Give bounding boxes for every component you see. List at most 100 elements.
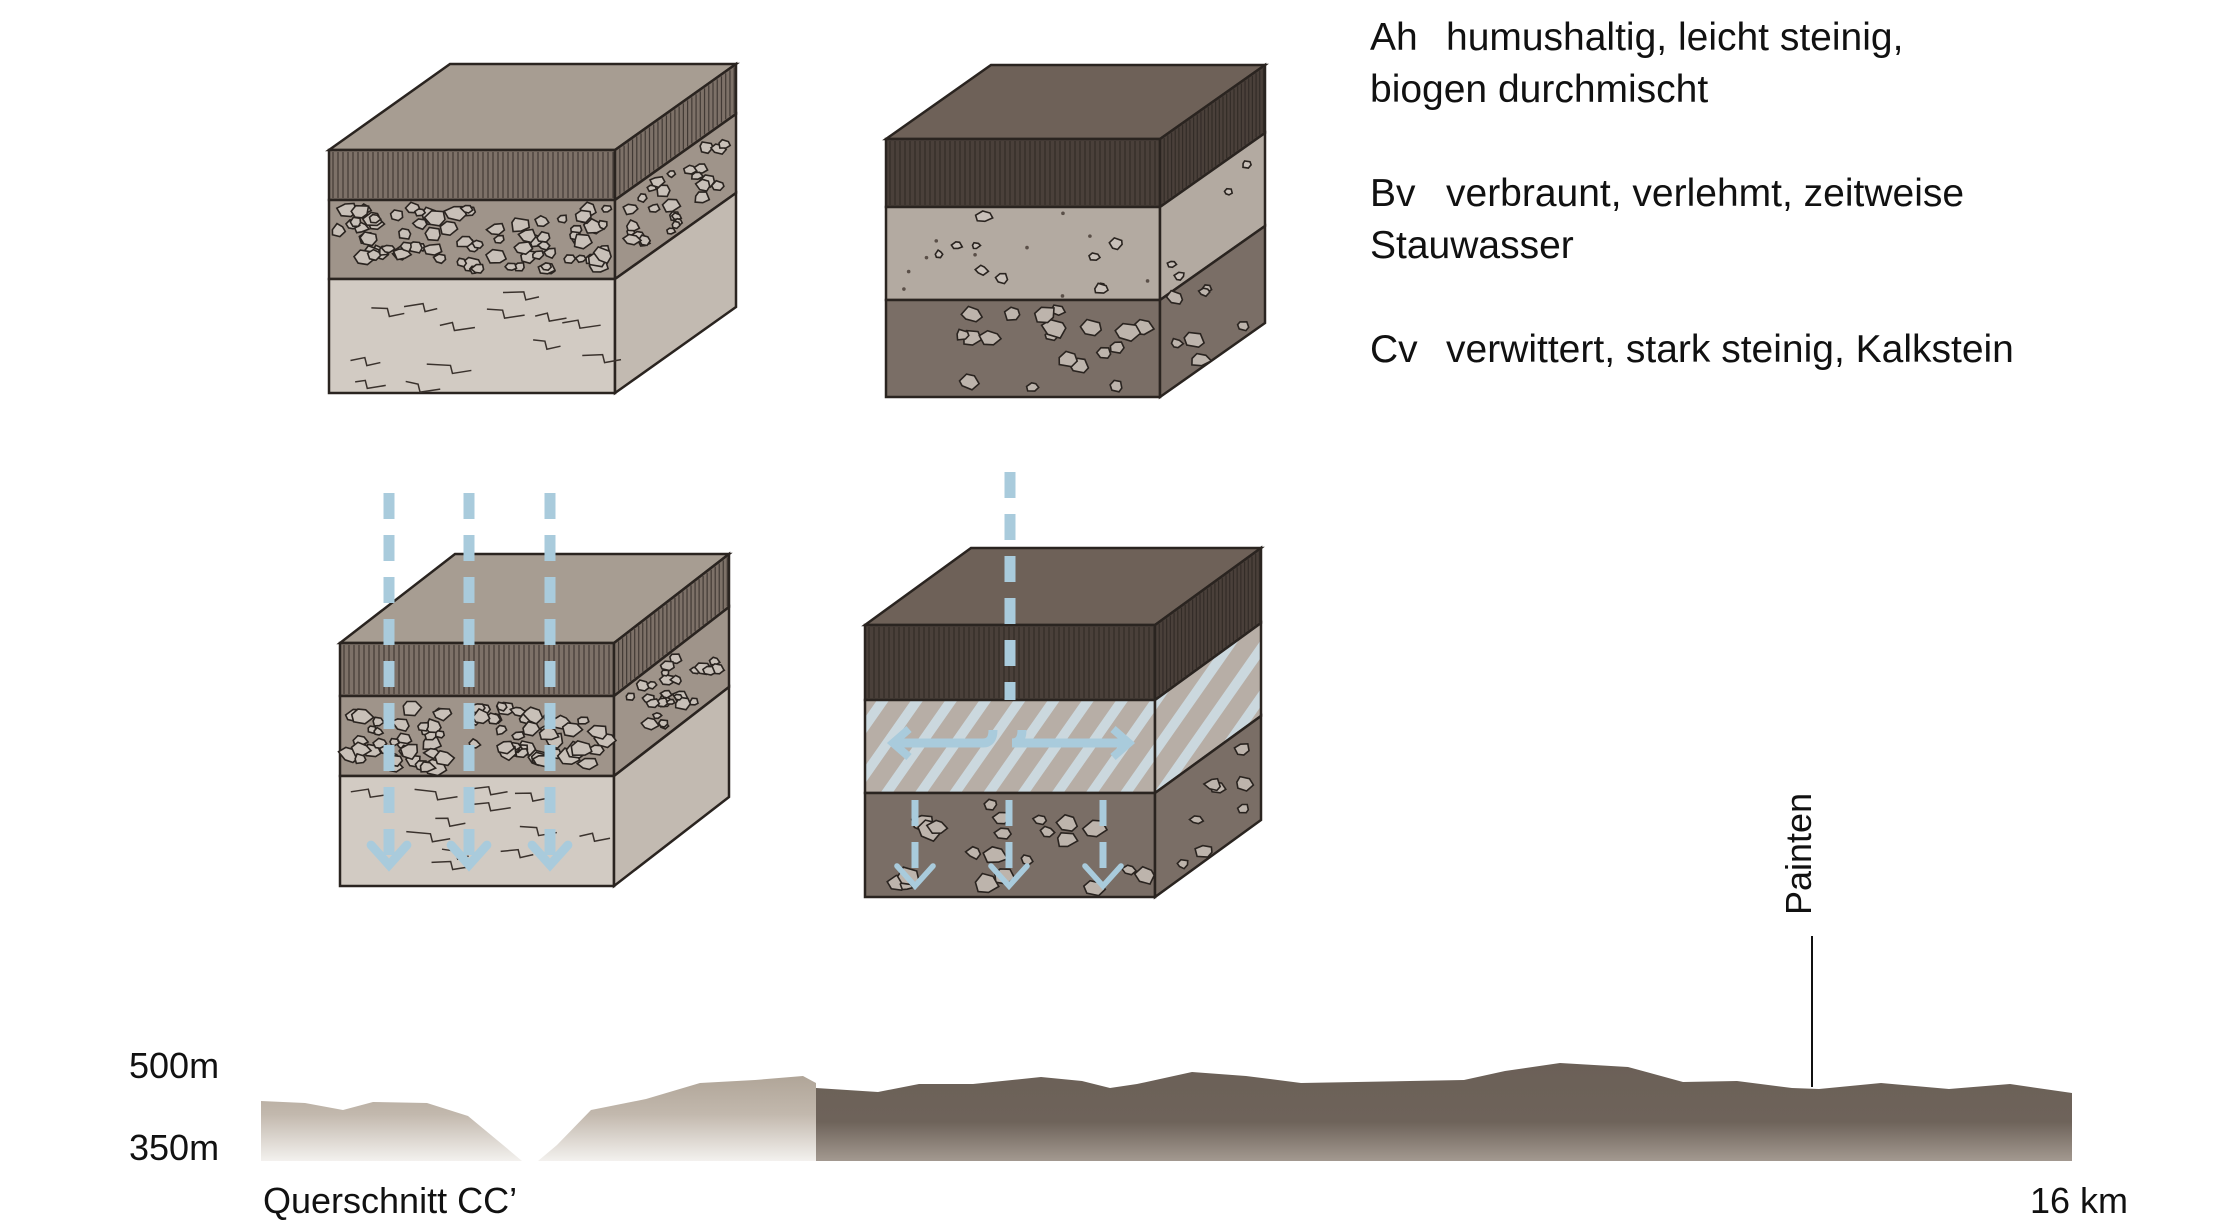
legend-text: humushaltig, leicht steinig, xyxy=(1446,16,1904,59)
arrowhead-icon xyxy=(527,840,573,872)
distance-label: 16 km xyxy=(2030,1180,2129,1221)
stone xyxy=(960,305,984,323)
stone xyxy=(637,192,648,204)
layer-cv xyxy=(338,684,731,889)
grain xyxy=(1061,211,1065,216)
stone xyxy=(331,222,347,238)
stone xyxy=(1183,331,1206,349)
crack xyxy=(486,308,525,319)
stone xyxy=(573,233,594,250)
legend-ah: Ah humushaltig, leicht steinig, biogen dur… xyxy=(1370,12,2014,116)
stone xyxy=(359,231,378,247)
crack xyxy=(439,321,476,332)
stone xyxy=(1039,825,1056,838)
stone xyxy=(1197,287,1211,298)
stone xyxy=(350,204,370,219)
stone xyxy=(372,716,386,727)
stone xyxy=(718,138,732,149)
stone xyxy=(1236,803,1250,814)
stone xyxy=(1114,322,1142,343)
stone xyxy=(419,761,438,773)
grain xyxy=(934,239,939,243)
seepage-arrow xyxy=(894,800,936,891)
crack xyxy=(426,363,472,375)
crack xyxy=(465,785,508,796)
stone xyxy=(399,241,412,253)
legend-code: Ah xyxy=(1370,16,1418,59)
layer-stony xyxy=(327,111,738,282)
crack xyxy=(350,788,392,799)
crack xyxy=(406,830,451,843)
arrowhead-icon xyxy=(366,840,412,872)
lateral-flow-arrow xyxy=(886,725,998,761)
legend-text: biogen durchmischt xyxy=(1370,68,1709,111)
grain xyxy=(906,269,911,274)
arrowhead-icon xyxy=(894,863,936,891)
stone xyxy=(958,373,981,391)
stone xyxy=(542,247,557,260)
crack xyxy=(533,339,561,351)
grain xyxy=(1060,294,1065,298)
arrowhead-icon xyxy=(1110,725,1136,761)
front-face-cv xyxy=(327,277,617,395)
stone xyxy=(964,845,982,861)
stone xyxy=(485,222,506,236)
stone xyxy=(657,719,669,728)
stone xyxy=(1202,777,1222,792)
stone xyxy=(504,262,518,272)
arrowhead-icon xyxy=(988,863,1030,891)
stone xyxy=(701,665,716,676)
stone xyxy=(971,241,982,250)
stone xyxy=(666,170,677,179)
stone xyxy=(661,198,682,213)
stone xyxy=(508,706,527,718)
stone xyxy=(536,240,551,251)
layer-cv xyxy=(884,223,1267,400)
stone xyxy=(671,220,681,230)
stone xyxy=(493,234,505,244)
cube-braunerde-wet xyxy=(861,545,1265,900)
stone xyxy=(1236,320,1250,332)
cube-rendzina-wet xyxy=(336,551,733,889)
crack xyxy=(405,380,441,394)
stone xyxy=(563,254,577,265)
stone xyxy=(592,245,612,265)
stone xyxy=(994,272,1009,285)
stone xyxy=(659,689,673,699)
stone xyxy=(1003,306,1021,322)
stone xyxy=(434,749,456,767)
percolation-arrow xyxy=(366,493,412,872)
stone xyxy=(469,263,485,274)
cross-section-profile xyxy=(261,936,2072,1161)
elevation-label-top: 500m xyxy=(129,1045,220,1086)
stone xyxy=(672,693,683,701)
stone xyxy=(379,244,396,254)
stone xyxy=(1056,831,1079,848)
crack xyxy=(500,848,534,859)
stone xyxy=(575,757,599,771)
crack xyxy=(579,832,611,843)
stone xyxy=(1025,381,1040,392)
stone xyxy=(1040,318,1067,340)
stone xyxy=(522,720,541,737)
stone xyxy=(511,731,526,741)
stone xyxy=(389,209,404,222)
stone xyxy=(1194,844,1213,858)
stone xyxy=(432,253,447,265)
stone xyxy=(956,328,970,341)
stone xyxy=(621,233,643,246)
stone xyxy=(656,184,671,198)
stone xyxy=(533,214,550,228)
stone xyxy=(570,740,593,757)
stone xyxy=(1031,814,1048,826)
legend-text: verbraunt, verlehmt, zeitweise xyxy=(1446,172,1965,215)
stone xyxy=(1058,350,1079,368)
stone xyxy=(659,660,675,672)
seepage-arrow xyxy=(1082,800,1124,891)
stone xyxy=(424,226,441,242)
crack xyxy=(350,356,381,367)
stone xyxy=(645,698,661,709)
cube-rendzina-dry xyxy=(325,61,740,396)
stone xyxy=(471,239,484,250)
